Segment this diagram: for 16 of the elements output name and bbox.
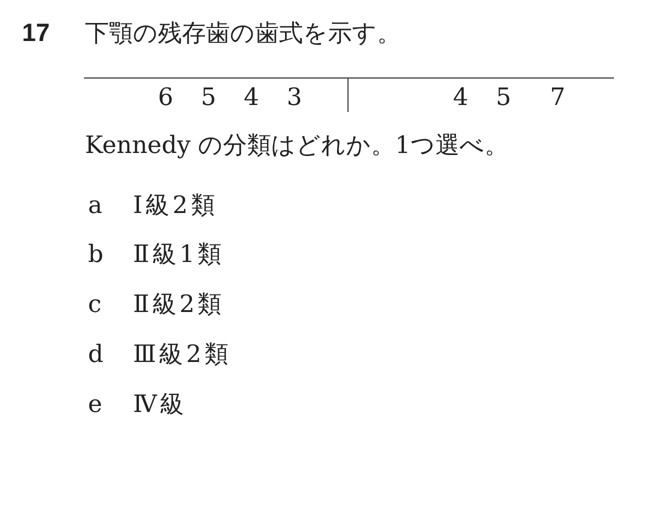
tooth-number: 7 (550, 82, 566, 112)
option-letter: c (88, 289, 102, 319)
option-text: Ⅱ級1類 (133, 239, 225, 269)
option-text: Ⅰ級2類 (133, 190, 218, 220)
question-text: Kennedy の分類はどれか。1つ選べ。 (85, 130, 508, 160)
option-text: Ⅳ級 (133, 389, 187, 419)
option-text: Ⅱ級2類 (133, 289, 225, 319)
question-text: 下顎の残存歯の歯式を示す。 (85, 18, 401, 48)
question-number: 17 (22, 18, 50, 48)
option-letter: e (88, 389, 102, 419)
option-letter: b (88, 239, 104, 269)
option-letter: d (88, 339, 104, 369)
tooth-numbers: 6 5 4 3 (158, 82, 312, 112)
tooth-numbers: 4 5 (453, 82, 522, 112)
option-text: Ⅲ級2類 (133, 339, 232, 369)
option-letter: a (88, 190, 102, 220)
